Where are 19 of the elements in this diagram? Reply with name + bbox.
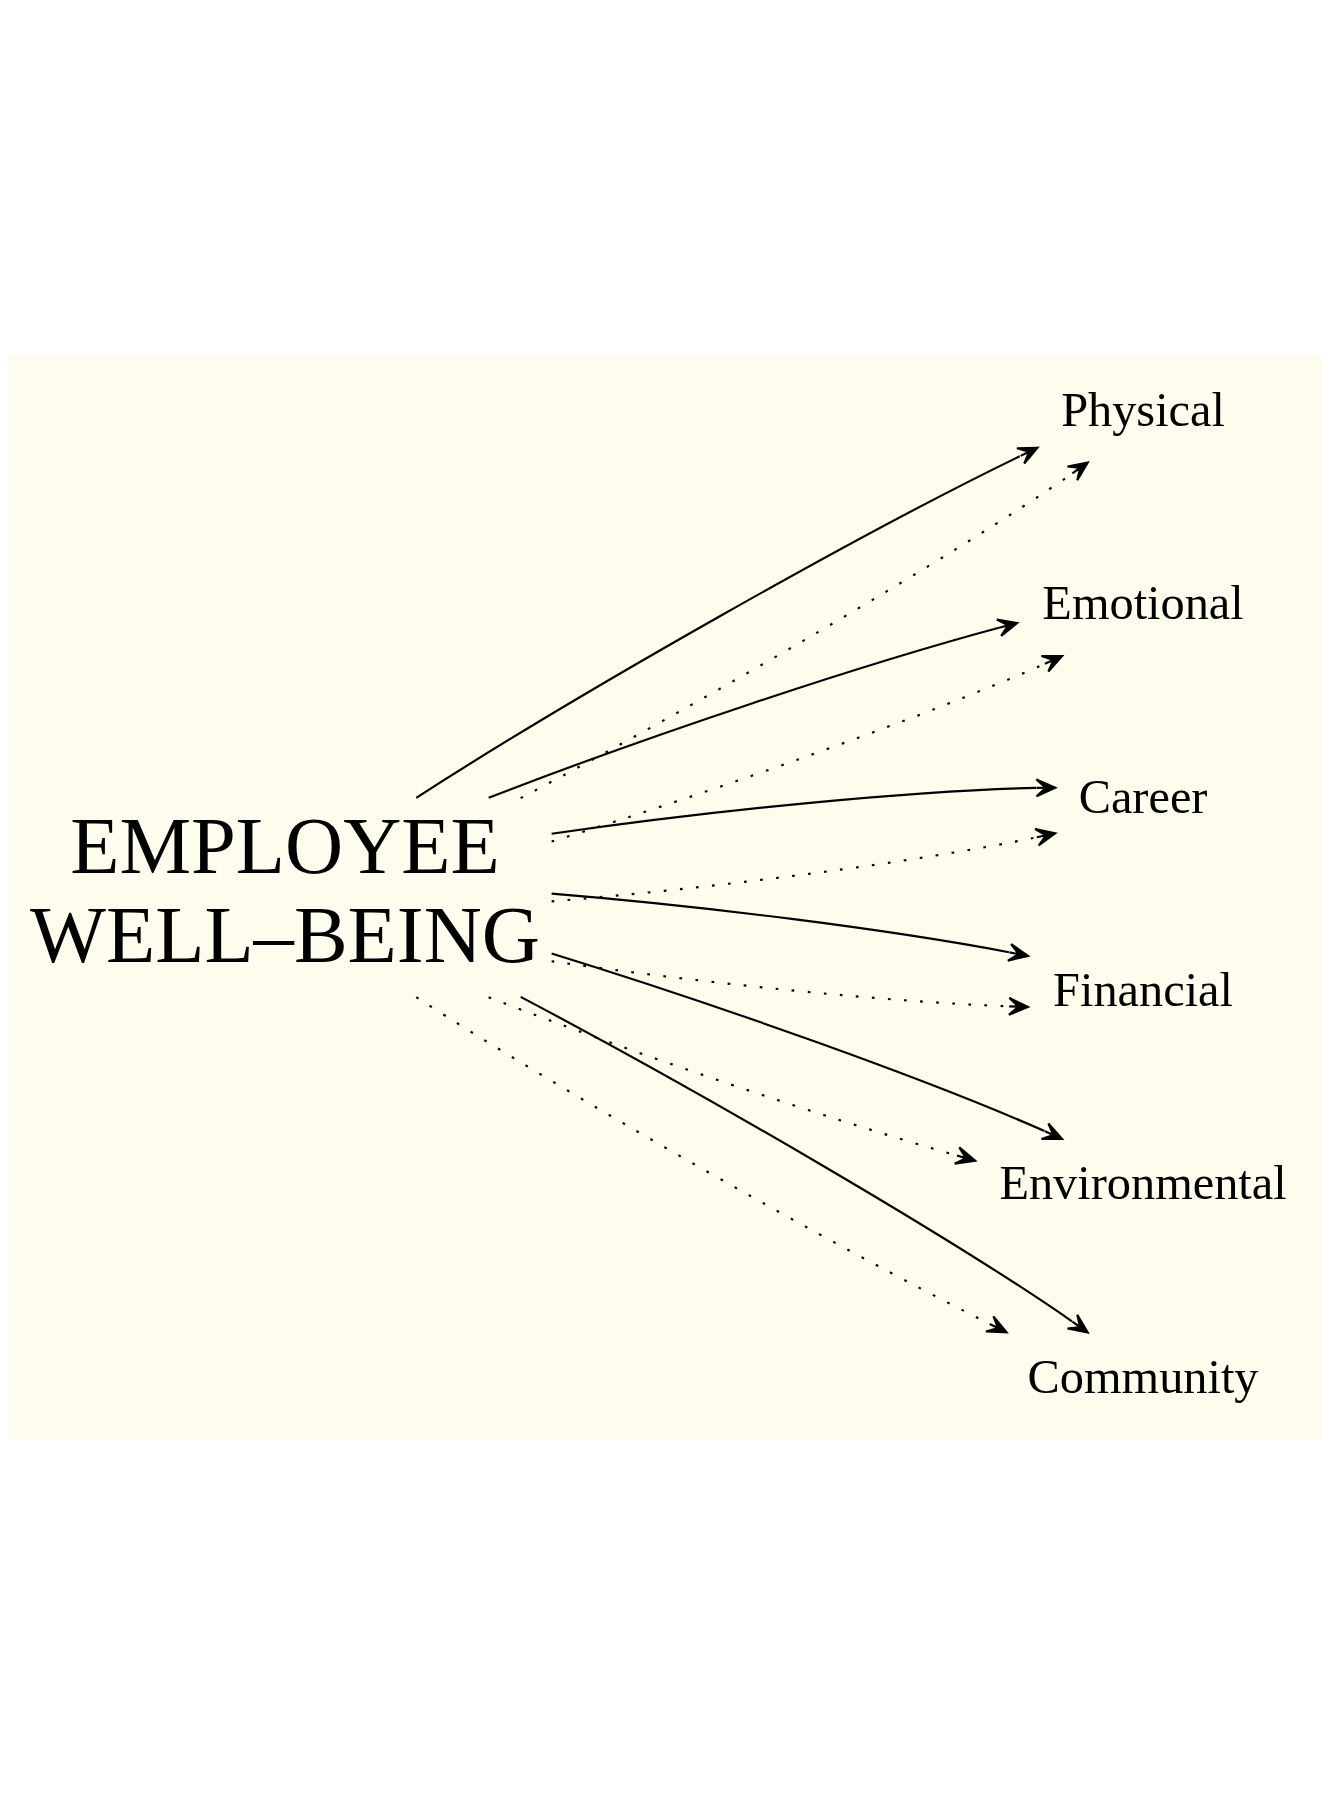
node-text: EMPLOYEE WELL–BEING <box>29 801 540 979</box>
arrow <box>415 996 1008 1334</box>
node-text: Career <box>1078 769 1208 823</box>
arrow <box>488 996 977 1165</box>
node-text: Physical <box>1061 382 1225 436</box>
arrow <box>488 618 1019 799</box>
node-text: Financial <box>1053 963 1233 1016</box>
arrow <box>551 892 1030 962</box>
arrow <box>551 960 1030 1016</box>
arrow <box>551 778 1057 835</box>
arrow <box>551 827 1057 903</box>
arrow <box>551 655 1064 843</box>
node-text: Community <box>1027 1349 1259 1403</box>
arrow <box>415 446 1039 799</box>
arrow <box>551 952 1064 1140</box>
node-text: Emotional <box>1042 576 1244 630</box>
arrow <box>520 995 1089 1334</box>
node-text: Environmental <box>999 1156 1287 1210</box>
arrow <box>520 461 1089 800</box>
